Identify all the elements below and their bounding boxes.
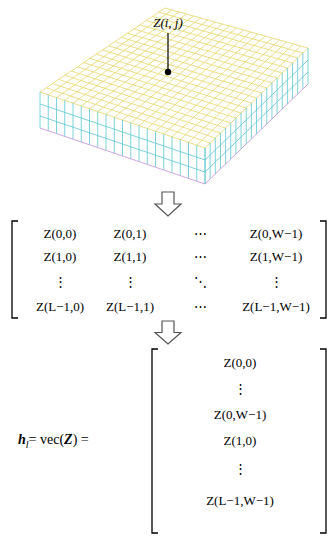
skirt-line xyxy=(230,123,231,159)
skirt-line xyxy=(155,131,156,167)
skirt-line xyxy=(205,84,308,184)
skirt-line xyxy=(188,142,189,178)
skirt-line xyxy=(114,117,115,153)
skirt-line xyxy=(122,120,123,156)
down-arrow xyxy=(155,321,181,344)
skirt-line xyxy=(48,95,49,131)
skirt-line xyxy=(282,73,283,109)
matrix-bracket xyxy=(12,221,18,318)
matrix-entry: Z(1,W−1) xyxy=(250,250,302,263)
skirt-line xyxy=(308,48,309,84)
skirt-line xyxy=(139,126,140,162)
mesh-line xyxy=(165,8,308,48)
skirt-line xyxy=(205,148,206,184)
matrix-entry: ⋮ xyxy=(234,462,247,475)
matrix-entry: Z(L−1,W−1) xyxy=(206,494,274,507)
skirt-line xyxy=(210,143,211,179)
skirt-line xyxy=(106,114,107,150)
equation-part: l xyxy=(26,439,29,450)
matrix-entry: Z(0,0) xyxy=(44,227,77,240)
matrix-entry: Z(1,0) xyxy=(224,434,257,447)
vector-equation: hl= vec(Z) = xyxy=(18,432,89,450)
point-label: Z(i, j) xyxy=(153,16,183,29)
down-arrow xyxy=(155,192,181,216)
matrix-entry: Z(0,1) xyxy=(114,227,147,240)
matrix-entry: Z(1,1) xyxy=(114,250,147,263)
skirt-line xyxy=(172,137,173,173)
matrix-entry: Z(0,W−1) xyxy=(250,227,302,240)
skirt-line xyxy=(205,60,308,160)
skirt-line xyxy=(64,100,65,136)
skirt-line xyxy=(130,123,131,159)
mesh-line xyxy=(153,16,298,58)
surface-mesh xyxy=(40,8,308,184)
skirt-line xyxy=(196,145,197,181)
matrix-bracket xyxy=(152,349,158,533)
equation-part: ) = xyxy=(73,432,89,447)
skirt-line xyxy=(266,88,267,124)
skirt-line xyxy=(89,109,90,145)
skirt-line xyxy=(287,68,288,104)
skirt-line xyxy=(256,98,257,134)
skirt-line xyxy=(225,128,226,164)
matrix-entry: ⋮ xyxy=(270,275,283,288)
matrix-bracket xyxy=(320,221,326,318)
skirt-line xyxy=(251,103,252,139)
skirt-line xyxy=(246,108,247,144)
skirt-line xyxy=(215,138,216,174)
skirt-line xyxy=(81,106,82,142)
leader-line xyxy=(167,33,168,70)
matrix-entry: Z(1,0) xyxy=(44,250,77,263)
skirt-line xyxy=(97,112,98,148)
skirt-line xyxy=(261,93,262,129)
mesh-line xyxy=(180,42,286,140)
skirt-line xyxy=(271,83,272,119)
skirt-line xyxy=(205,72,308,172)
skirt-line xyxy=(292,63,293,99)
equation-part: = vec( xyxy=(29,432,65,447)
matrix-entry: ⋮ xyxy=(234,382,247,395)
skirt-line xyxy=(40,128,205,184)
matrix-bracket xyxy=(320,349,326,533)
skirt-line xyxy=(241,113,242,149)
point-dot xyxy=(165,69,171,75)
skirt-line xyxy=(205,148,206,184)
skirt-line xyxy=(220,133,221,169)
skirt-line xyxy=(40,92,41,128)
matrix-entry: ⋱ xyxy=(194,275,207,288)
skirt-line xyxy=(297,58,298,94)
mesh-line xyxy=(197,46,301,145)
skirt-line xyxy=(235,118,236,154)
skirt-line xyxy=(40,116,205,172)
matrix-entry: ⋯ xyxy=(194,227,207,240)
matrix-entry: ⋯ xyxy=(194,300,207,313)
matrix-entry: ⋮ xyxy=(54,275,67,288)
matrix-entry: ⋯ xyxy=(194,250,207,263)
matrix-entry: Z(0,0) xyxy=(224,356,257,369)
skirt-line xyxy=(277,78,278,114)
skirt-line xyxy=(147,128,148,164)
skirt-line xyxy=(302,53,303,89)
matrix-entry: Z(L−1,W−1) xyxy=(242,300,310,313)
matrix-entry: Z(L−1,0) xyxy=(36,300,84,313)
skirt-line xyxy=(180,140,181,176)
skirt-line xyxy=(163,134,164,170)
equation-part: h xyxy=(18,432,26,447)
matrix-entry: ⋮ xyxy=(124,275,137,288)
skirt-line xyxy=(56,98,57,134)
skirt-line xyxy=(73,103,74,139)
matrix-entry: Z(0,W−1) xyxy=(214,408,266,421)
matrix-entry: Z(L−1,1) xyxy=(106,300,154,313)
skirt-line xyxy=(40,104,205,160)
equation-part: Z xyxy=(64,432,73,447)
